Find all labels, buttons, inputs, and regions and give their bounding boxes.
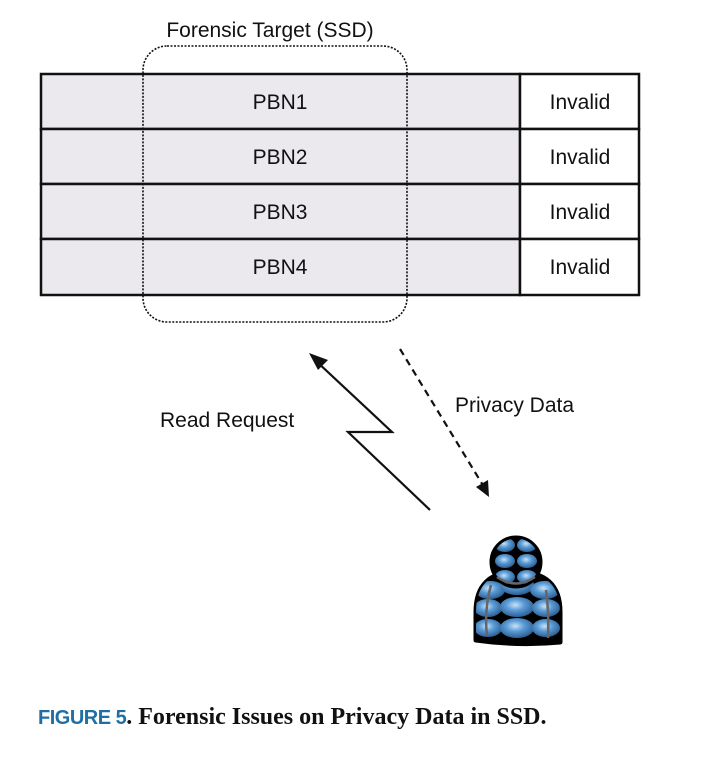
read-request-arrow [309, 353, 431, 511]
status-label: Invalid [550, 91, 611, 114]
table-row: PBN4 Invalid [39, 237, 641, 297]
table-row: PBN1 Invalid [39, 72, 641, 131]
pbn-label: PBN3 [253, 201, 308, 224]
figure-caption: FIGURE 5. Forensic Issues on Privacy Dat… [38, 704, 547, 731]
forensic-target-label: Forensic Target (SSD) [166, 19, 373, 42]
table-row: PBN2 Invalid [39, 127, 641, 186]
user-icon [473, 535, 563, 647]
privacy-data-arrow [399, 348, 489, 497]
ssd-forensic-diagram: PBN1 Invalid PBN2 Invalid PBN3 Invalid P… [39, 19, 641, 647]
read-request-label: Read Request [160, 409, 294, 432]
figure-title: Forensic Issues on Privacy Data in SSD. [138, 704, 547, 730]
pbn-label: PBN1 [253, 91, 308, 114]
pbn-label: PBN2 [253, 146, 308, 169]
block-table: PBN1 Invalid PBN2 Invalid PBN3 Invalid P… [39, 72, 641, 297]
table-row: PBN3 Invalid [39, 182, 641, 241]
figure-number: FIGURE 5 [38, 707, 127, 729]
figure-separator: . [126, 704, 139, 730]
status-label: Invalid [550, 256, 611, 279]
status-label: Invalid [550, 146, 611, 169]
forensic-target-outline [142, 45, 408, 323]
status-label: Invalid [550, 201, 611, 224]
privacy-data-label: Privacy Data [455, 394, 574, 417]
pbn-label: PBN4 [253, 256, 308, 279]
